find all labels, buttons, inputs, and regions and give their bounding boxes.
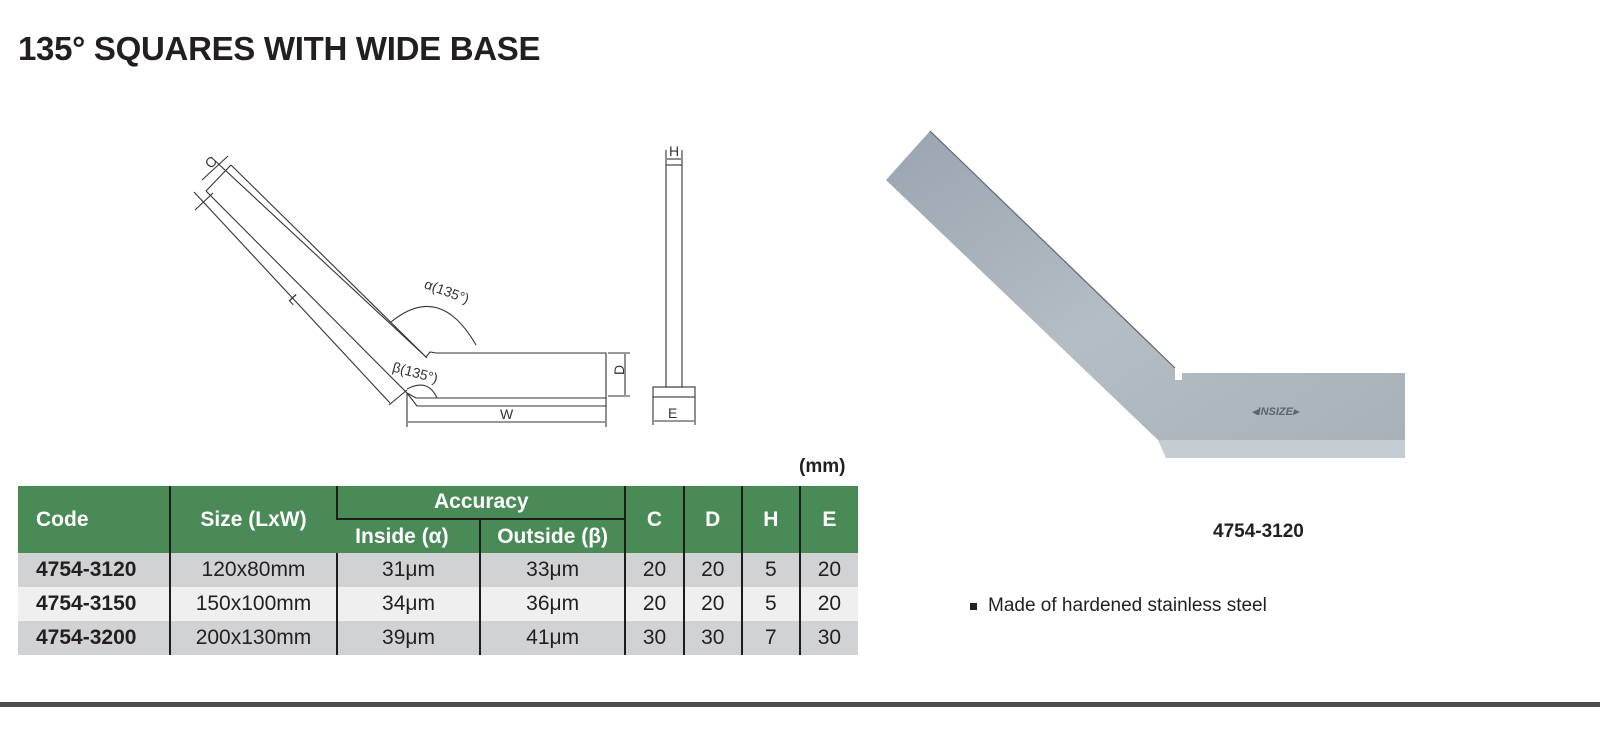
cell-d: 20 bbox=[682, 587, 742, 621]
cell-e: 20 bbox=[798, 587, 858, 621]
cell-inside: 39μm bbox=[336, 621, 480, 655]
header-d: D bbox=[682, 486, 742, 553]
product-logo: ◂INSIZE▸ bbox=[1252, 406, 1300, 418]
product-caption: 4754-3120 bbox=[1213, 521, 1304, 542]
header-inside: Inside (α) bbox=[337, 519, 480, 553]
label-d: D bbox=[611, 365, 627, 375]
cell-h: 5 bbox=[740, 553, 800, 587]
cell-c: 20 bbox=[624, 553, 684, 587]
cell-code: 4754-3120 bbox=[18, 553, 170, 587]
cell-h: 5 bbox=[740, 587, 800, 621]
header-code: Code bbox=[18, 486, 170, 553]
cell-outside: 33μm bbox=[478, 553, 626, 587]
bullet-icon bbox=[970, 602, 977, 610]
label-h: H bbox=[669, 143, 679, 159]
cell-c: 30 bbox=[624, 621, 684, 655]
label-w: W bbox=[500, 406, 514, 422]
cell-outside: 41μm bbox=[478, 621, 626, 655]
footer-divider bbox=[0, 702, 1600, 730]
unit-label: (mm) bbox=[799, 456, 846, 477]
feature-item: Made of hardened stainless steel bbox=[970, 595, 1267, 617]
header-c: C bbox=[624, 486, 684, 553]
cell-d: 30 bbox=[682, 621, 742, 655]
front-view bbox=[193, 155, 630, 427]
cell-e: 20 bbox=[798, 553, 858, 587]
cell-h: 7 bbox=[740, 621, 800, 655]
header-accuracy: Accuracy bbox=[336, 486, 626, 520]
header-outside: Outside (β) bbox=[478, 519, 626, 553]
cell-e: 30 bbox=[798, 621, 858, 655]
page-title: 135° SQUARES WITH WIDE BASE bbox=[18, 30, 541, 67]
cell-c: 20 bbox=[624, 587, 684, 621]
cell-code: 4754-3200 bbox=[18, 621, 170, 655]
header-size: Size (LxW) bbox=[168, 486, 338, 553]
cell-size: 150x100mm bbox=[168, 587, 338, 621]
cell-d: 20 bbox=[682, 553, 742, 587]
side-view bbox=[652, 150, 696, 425]
cell-outside: 36μm bbox=[478, 587, 626, 621]
cell-size: 200x130mm bbox=[168, 621, 338, 655]
feature-text: Made of hardened stainless steel bbox=[988, 595, 1267, 616]
table-row: 4754-3150 150x100mm 34μm 36μm 20 20 5 20 bbox=[18, 587, 858, 621]
header-e: E bbox=[798, 486, 858, 553]
cell-code: 4754-3150 bbox=[18, 587, 170, 621]
header-h: H bbox=[740, 486, 800, 553]
label-e: E bbox=[668, 405, 677, 421]
cell-size: 120x80mm bbox=[168, 553, 338, 587]
cell-inside: 31μm bbox=[336, 553, 480, 587]
table-row: 4754-3200 200x130mm 39μm 41μm 30 30 7 30 bbox=[18, 621, 858, 655]
spec-table: Code Size (LxW) Accuracy C D H E Inside … bbox=[18, 486, 858, 655]
cell-inside: 34μm bbox=[336, 587, 480, 621]
table-row: 4754-3120 120x80mm 31μm 33μm 20 20 5 20 bbox=[18, 553, 858, 587]
